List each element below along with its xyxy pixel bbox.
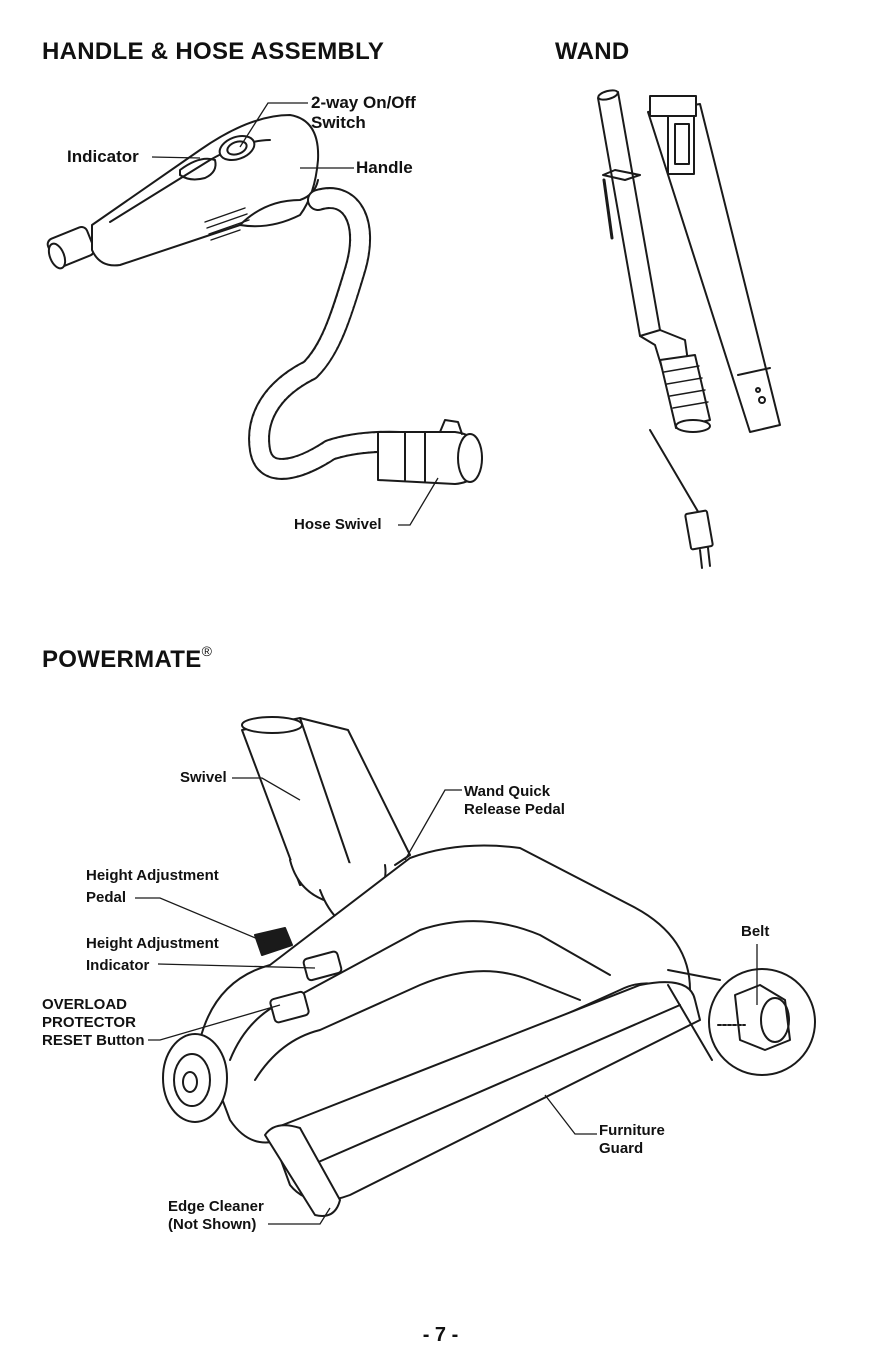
handle-hose-illustration [46,115,482,484]
label-overload-protector: OVERLOAD PROTECTOR RESET Button [42,996,145,1050]
label-indicator: Indicator [67,147,139,167]
label-swivel: Swivel [180,769,227,787]
page-number: - 7 - [0,1324,881,1347]
label-furniture-guard-line1: Furniture [599,1122,665,1140]
label-furniture-guard: Furniture Guard [599,1122,665,1158]
label-belt: Belt [741,923,769,941]
wand-illustration [597,89,780,568]
label-overload-protector-line1: OVERLOAD [42,996,145,1014]
label-height-adjustment-indicator: Height Adjustment Indicator [86,933,219,977]
label-height-adjustment-pedal: Height Adjustment Pedal [86,865,219,909]
label-edge-cleaner-line2: (Not Shown) [168,1216,264,1234]
label-height-adjustment-indicator-line1: Height Adjustment [86,933,219,955]
label-height-adjustment-indicator-line2: Indicator [86,955,219,977]
label-2-way-switch-line1: 2-way On/Off [311,93,416,113]
label-handle: Handle [356,158,413,178]
label-overload-protector-line2: PROTECTOR [42,1014,145,1032]
label-overload-protector-line3: RESET Button [42,1032,145,1050]
label-height-adjustment-pedal-line2: Pedal [86,887,219,909]
label-edge-cleaner-line1: Edge Cleaner [168,1198,264,1216]
label-wand-quick-release: Wand Quick Release Pedal [464,783,565,819]
label-edge-cleaner: Edge Cleaner (Not Shown) [168,1198,264,1234]
label-2-way-switch: 2-way On/Off Switch [311,93,416,133]
label-wand-quick-release-line1: Wand Quick [464,783,565,801]
label-hose-swivel: Hose Swivel [294,516,382,534]
label-furniture-guard-line2: Guard [599,1140,665,1158]
label-height-adjustment-pedal-line1: Height Adjustment [86,865,219,887]
label-wand-quick-release-line2: Release Pedal [464,801,565,819]
label-2-way-switch-line2: Switch [311,113,416,133]
